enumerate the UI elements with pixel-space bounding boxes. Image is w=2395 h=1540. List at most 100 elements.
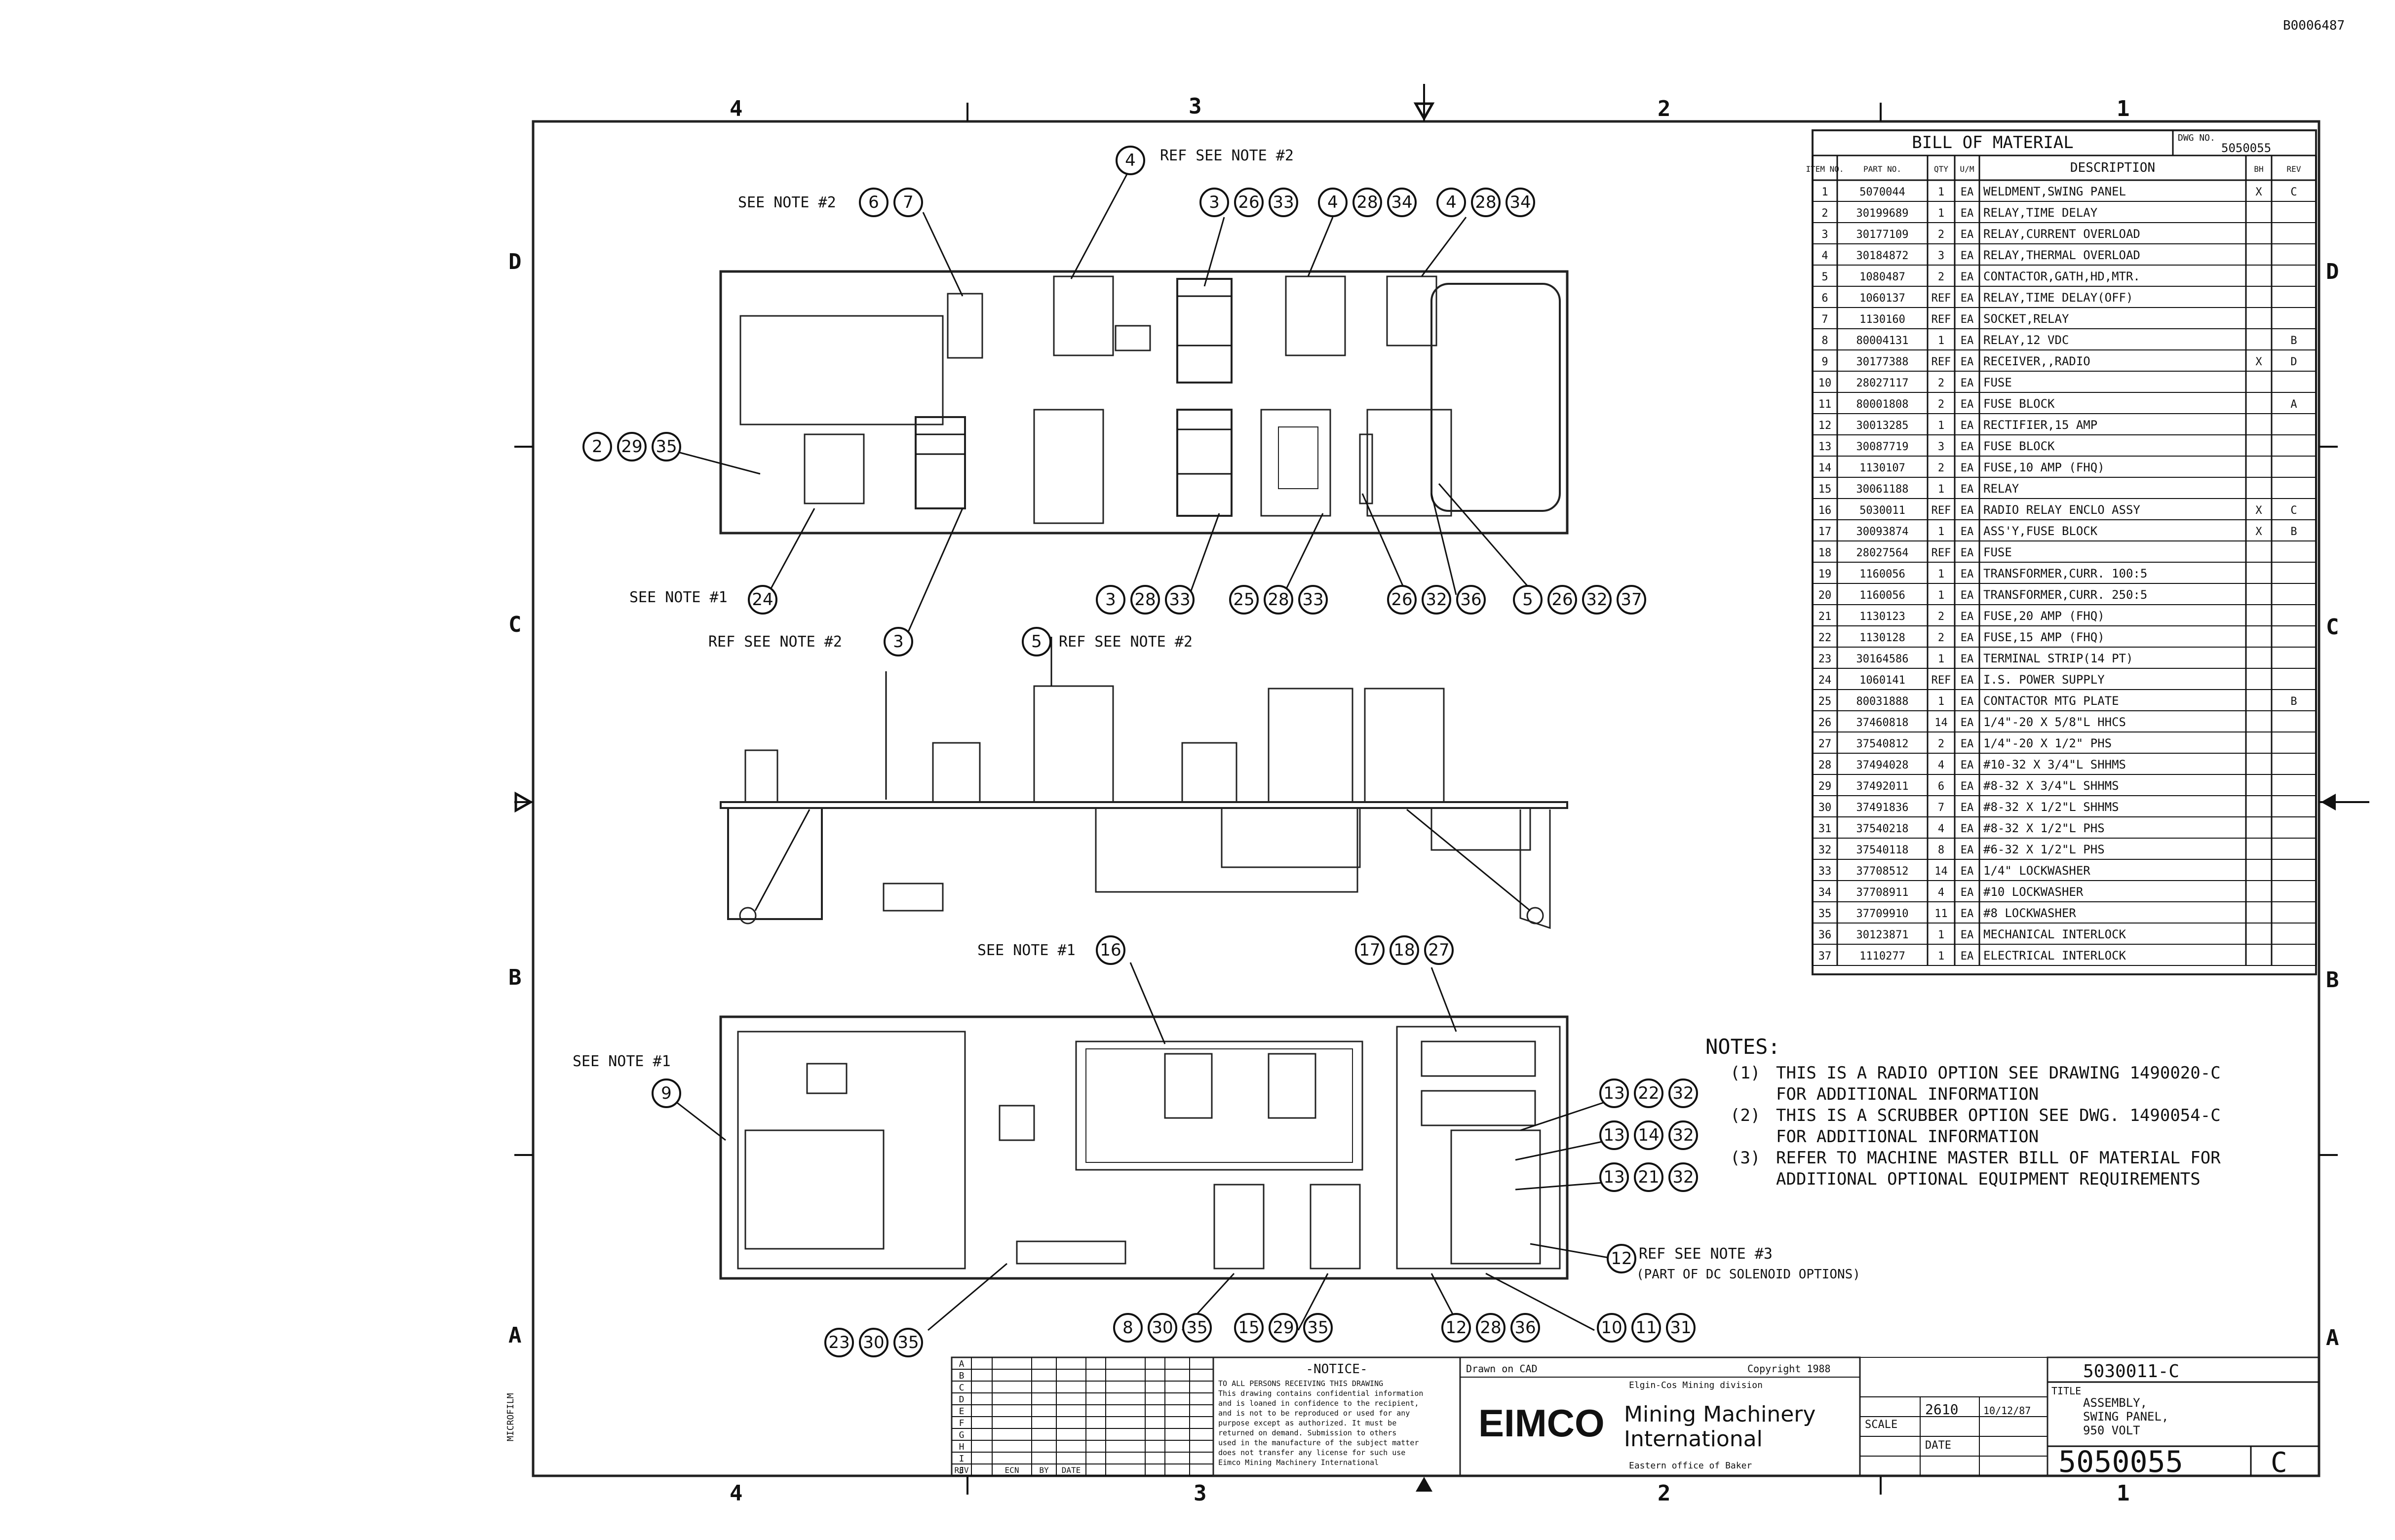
bom-cell: FUSE — [1983, 376, 2012, 389]
item-balloon: 5 — [1022, 627, 1051, 656]
svg-text:35: 35 — [897, 1333, 919, 1352]
bom-cell: 6 — [1938, 780, 1944, 793]
company-line3: Eastern office of Baker — [1629, 1461, 1752, 1471]
bom-cell: WELDMENT,SWING PANEL — [1983, 185, 2126, 198]
bom-cell: RELAY,THERMAL OVERLOAD — [1983, 248, 2140, 262]
note-line: FOR ADDITIONAL INFORMATION — [1776, 1084, 2039, 1104]
item-balloon: 27 — [1424, 935, 1454, 965]
bom-cell: 1130123 — [1859, 611, 1905, 623]
svg-text:26: 26 — [1238, 192, 1259, 212]
svg-text:B: B — [2326, 967, 2339, 993]
bom-cell: 3 — [1938, 441, 1944, 453]
bom-cell: 30123871 — [1856, 929, 1909, 941]
item-balloon: 17 — [1355, 935, 1385, 965]
bom-cell: EA — [1961, 292, 1974, 305]
svg-text:32: 32 — [1672, 1167, 1694, 1187]
company-line2: International — [1624, 1426, 1763, 1452]
bom-cell: 4 — [1938, 759, 1944, 771]
drawing-number: 5050055 — [2058, 1445, 2183, 1479]
bom-cell: 1130107 — [1859, 462, 1905, 474]
note-number: (1) — [1730, 1063, 1760, 1083]
item-balloon: 14 — [1634, 1120, 1663, 1150]
svg-text:8: 8 — [1122, 1318, 1133, 1338]
bom-cell: #6-32 X 1/2"L PHS — [1983, 843, 2105, 856]
bom-cell: 1 — [1938, 420, 1944, 432]
bom-cell: 1 — [1938, 568, 1944, 580]
item-balloon: 9 — [652, 1078, 681, 1108]
item-balloon: 4 — [1318, 188, 1348, 217]
sheet-size: C — [2271, 1447, 2287, 1479]
item-balloon: 35 — [893, 1328, 923, 1357]
bom-cell: EA — [1961, 420, 1974, 432]
bom-cell: TRANSFORMER,CURR. 100:5 — [1983, 567, 2147, 580]
rev-letter: C — [959, 1383, 965, 1393]
bom-cell: ELECTRICAL INTERLOCK — [1983, 949, 2126, 962]
bom-cell: EA — [1961, 674, 1974, 687]
item-balloon: 21 — [1634, 1162, 1663, 1192]
item-balloon: 23 — [824, 1328, 854, 1357]
svg-text:D: D — [508, 249, 522, 274]
bom-cell: #8 LOCKWASHER — [1983, 906, 2076, 920]
bom-cell: EA — [1961, 589, 1974, 602]
bom-cell: EA — [1961, 653, 1974, 665]
item-balloon: 3 — [884, 627, 913, 656]
bom-cell: 30199689 — [1856, 207, 1909, 220]
notice-line: TO ALL PERSONS RECEIVING THIS DRAWING — [1218, 1379, 1383, 1388]
bom-cell: 36 — [1818, 929, 1832, 941]
bom-cell: 1 — [1938, 695, 1944, 708]
svg-text:7: 7 — [903, 192, 914, 212]
approval-date: 10/12/87 — [1983, 1405, 2031, 1417]
bom-cell: X — [2255, 356, 2262, 368]
item-balloon: 32 — [1422, 585, 1451, 615]
bom-cell: 2 — [1938, 738, 1944, 750]
bom-cell: 15 — [1818, 483, 1832, 496]
bom-cell: 34 — [1818, 886, 1832, 899]
svg-text:3: 3 — [1189, 94, 1202, 119]
bom-cell: EA — [1961, 377, 1974, 389]
item-balloon: 30 — [1148, 1313, 1177, 1343]
center-mark-top — [1413, 102, 1435, 121]
rev-column-header: ECN — [1005, 1465, 1019, 1475]
svg-text:14: 14 — [1638, 1125, 1659, 1145]
svg-text:C: C — [508, 612, 522, 637]
bom-cell: RELAY,12 VDC — [1983, 333, 2069, 347]
bom-cell: 24 — [1818, 674, 1832, 687]
bom-cell: 17 — [1818, 526, 1832, 538]
bom-cell: 1 — [1938, 207, 1944, 220]
title-line-2: SWING PANEL, — [2083, 1410, 2168, 1424]
item-balloon: 4 — [1116, 146, 1145, 175]
svg-text:2: 2 — [1658, 1481, 1671, 1506]
bom-cell: EA — [1961, 568, 1974, 580]
bom-cell: 37492011 — [1856, 780, 1909, 793]
bom-cell: 1110277 — [1859, 950, 1905, 962]
bom-cell: 31 — [1818, 823, 1832, 835]
bom-cell: FUSE,15 AMP (FHQ) — [1983, 630, 2105, 644]
bom-cell: REF — [1931, 504, 1951, 517]
item-balloon: 34 — [1506, 188, 1535, 217]
bom-cell: 37491836 — [1856, 802, 1909, 814]
item-balloon: 25 — [1229, 585, 1259, 615]
bom-cell: 2 — [1938, 229, 1944, 241]
bom-cell: 7 — [1821, 313, 1828, 326]
title-line-1: ASSEMBLY, — [2083, 1396, 2147, 1410]
item-balloon: 35 — [1182, 1313, 1212, 1343]
item-balloon: 33 — [1165, 585, 1195, 615]
bom-cell: EA — [1961, 908, 1974, 920]
note-line: THIS IS A RADIO OPTION SEE DRAWING 14900… — [1776, 1063, 2221, 1083]
bom-cell: 4 — [1821, 250, 1828, 262]
svg-text:13: 13 — [1603, 1167, 1624, 1187]
bom-cell: EA — [1961, 441, 1974, 453]
note-line: THIS IS A SCRUBBER OPTION SEE DWG. 14900… — [1776, 1106, 2221, 1125]
bom-cell: EA — [1961, 504, 1974, 517]
bom-cell: 3 — [1821, 229, 1828, 241]
bill-of-material: BILL OF MATERIAL DWG NO. 5050055 ITEM NO… — [1806, 129, 2317, 975]
svg-text:3: 3 — [1209, 192, 1220, 212]
